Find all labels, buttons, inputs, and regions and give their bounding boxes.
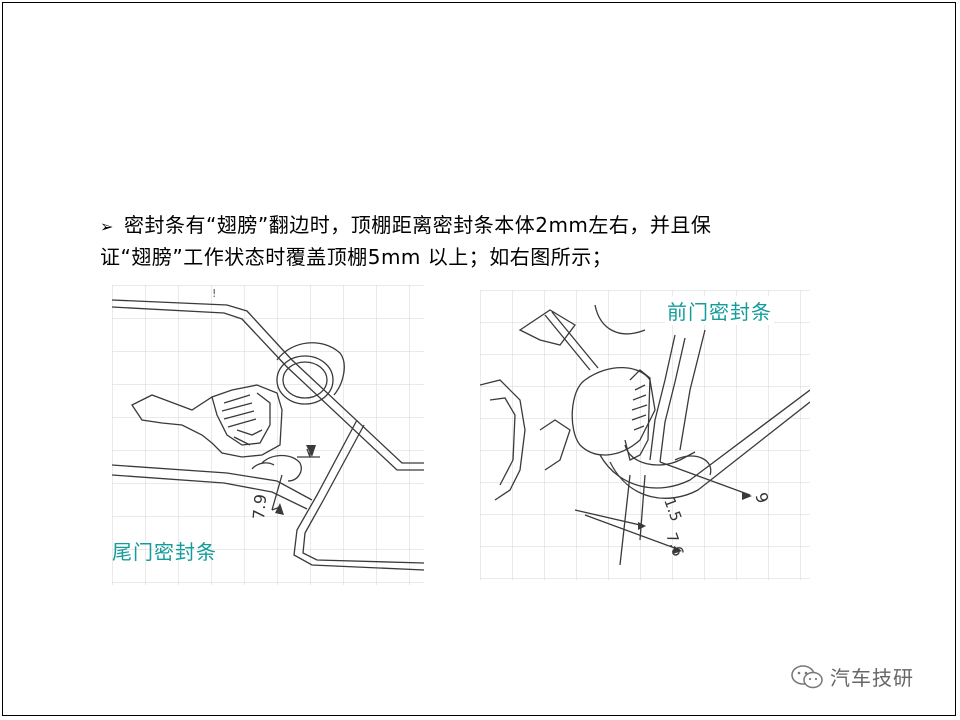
- watermark: 汽车技研: [790, 662, 914, 691]
- rear-seal-drawing: ! 7.9: [111, 285, 425, 585]
- bullet-line-2: 证“翅膀”工作状态时覆盖顶棚5mm 以上；如右图所示；: [100, 245, 613, 269]
- front-seal-drawing: 9 1.5 7.6: [479, 290, 811, 580]
- bullet-paragraph: ➢ 密封条有“翅膀”翻边时，顶棚距离密封条本体2mm左右，并且保 证“翅膀”工作状…: [100, 210, 840, 272]
- grid-background: [480, 290, 810, 580]
- rear-tick-mark: !: [212, 287, 216, 300]
- wechat-icon: [791, 664, 823, 688]
- bullet-arrow-icon: ➢: [100, 217, 114, 236]
- front-seal-label: 前门密封条: [665, 296, 774, 325]
- front-seal-svg: 9 1.5 7.6: [479, 290, 811, 580]
- rear-seal-label: 尾门密封条: [112, 540, 217, 564]
- bullet-text-1: 密封条有“翅膀”翻边时，顶棚距离密封条本体2mm左右，并且保: [124, 213, 712, 237]
- rear-dimension-label: 7.9: [249, 493, 270, 520]
- bullet-line-1: ➢ 密封条有“翅膀”翻边时，顶棚距离密封条本体2mm左右，并且保: [100, 210, 840, 242]
- watermark-text: 汽车技研: [830, 666, 914, 690]
- rear-seal-svg: ! 7.9: [111, 285, 425, 585]
